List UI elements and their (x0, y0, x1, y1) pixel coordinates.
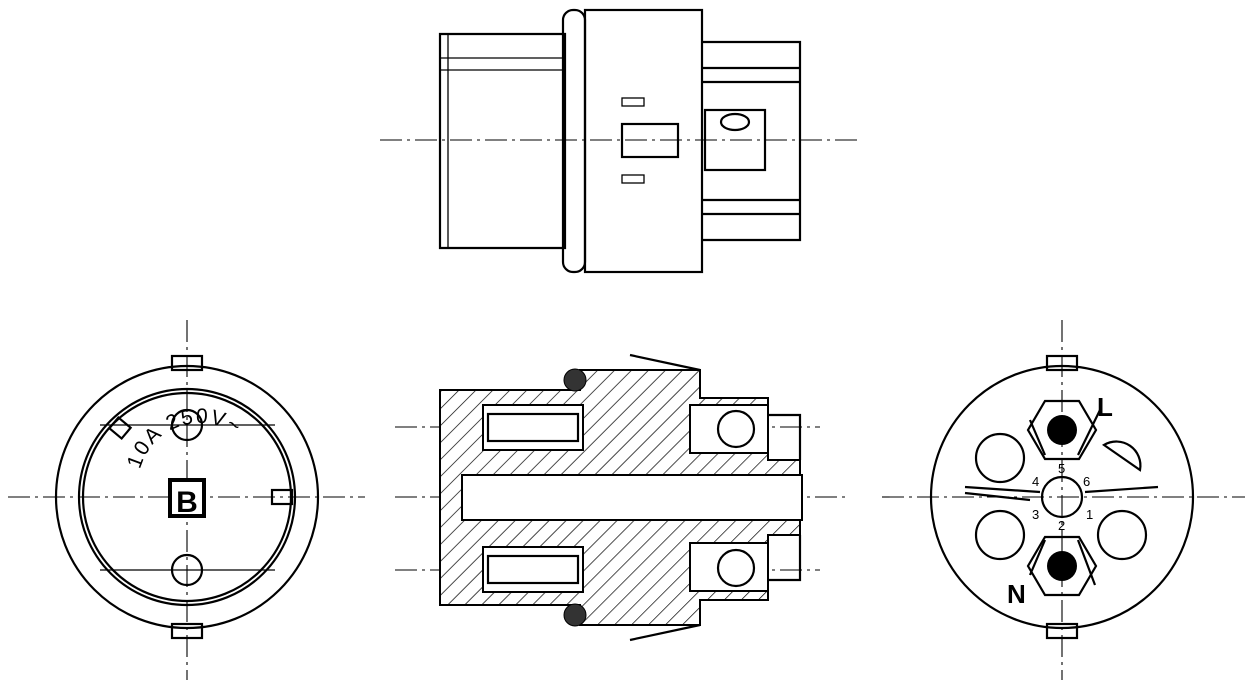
class-mark: B (176, 486, 198, 519)
coupling-nut (583, 8, 704, 274)
center-contact (1040, 475, 1084, 519)
terminal-label-live: L (1097, 392, 1113, 422)
contact-number: 2 (1058, 518, 1065, 533)
sealing-ring (561, 8, 587, 274)
contact-number: 4 (1032, 474, 1039, 489)
contact-number: 3 (1032, 507, 1039, 522)
contact-number: 1 (1086, 507, 1093, 522)
contact-number: 5 (1058, 461, 1065, 476)
screw-icon (719, 112, 751, 132)
terminal-label-neutral: N (1007, 579, 1026, 609)
rating-label: 10A 250V~ (123, 405, 247, 471)
contact-number: 6 (1083, 474, 1090, 489)
latch-window (620, 122, 680, 159)
rear-body (438, 32, 567, 250)
terminal-view: L N 1 2 3 4 5 6 (882, 320, 1245, 680)
terminal-nut-neutral (1026, 535, 1098, 597)
side-view (380, 8, 862, 274)
section-view (395, 353, 850, 642)
terminal-nut-live (1026, 399, 1098, 461)
front-face-view: 10A 250V~ B (8, 320, 365, 680)
